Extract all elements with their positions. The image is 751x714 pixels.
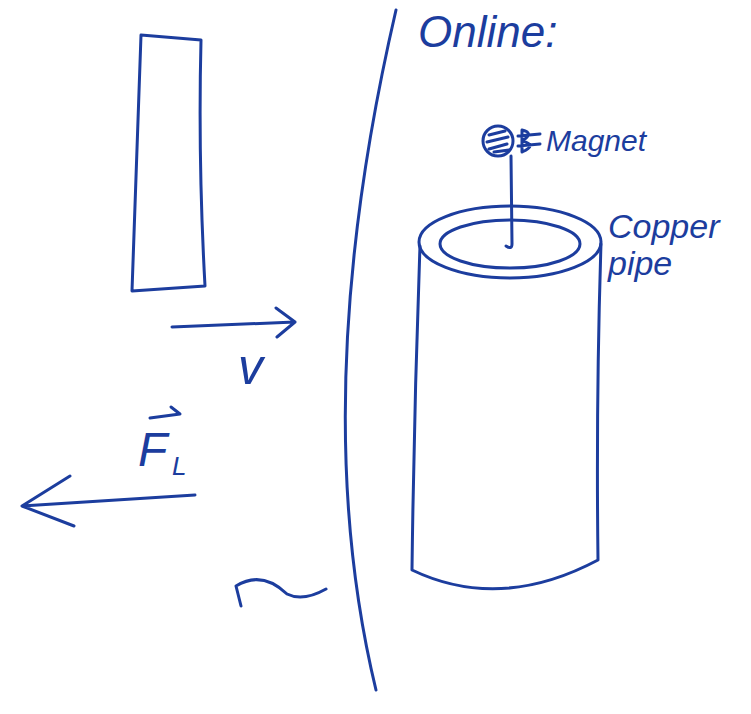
bar-magnet	[132, 35, 205, 291]
pipe-top-outer	[419, 206, 601, 278]
force-arrow	[22, 476, 195, 526]
magnet-scribble	[487, 131, 509, 152]
symbol-label: F	[138, 424, 167, 477]
part-name: Copper pipe	[608, 208, 746, 283]
crossed-mark	[518, 130, 540, 152]
magnet-ball	[483, 126, 513, 156]
squiggle	[236, 580, 326, 606]
note-heading: Online:	[418, 8, 557, 56]
symbol-label: v	[238, 340, 263, 395]
subscript-label: L	[172, 452, 186, 481]
part-name: Magnet	[546, 124, 646, 157]
string	[506, 156, 512, 248]
velocity-arrow	[172, 308, 295, 337]
divider-line	[345, 10, 396, 690]
vector-mark	[150, 407, 180, 418]
pipe-top-inner	[440, 220, 580, 268]
pipe-body	[412, 244, 601, 589]
